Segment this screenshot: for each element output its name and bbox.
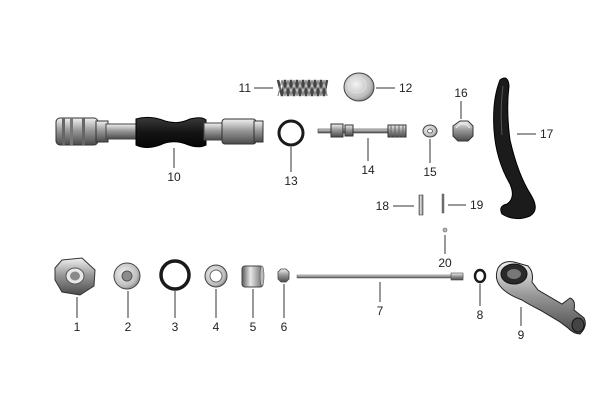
part-2-bushing — [113, 262, 141, 290]
callout-7: 7 — [377, 304, 384, 318]
part-5-sleeve — [241, 265, 265, 288]
part-3-o-ring — [159, 259, 191, 291]
callout-9: 9 — [518, 328, 525, 342]
part-16-cap-nut — [452, 120, 474, 142]
part-7-long-rod — [296, 272, 464, 281]
part-13-o-ring — [277, 119, 305, 147]
part-4-ring — [204, 264, 228, 288]
part-6-small-nut — [277, 268, 290, 283]
part-14-piston-rod — [317, 123, 407, 138]
callout-1: 1 — [74, 320, 81, 334]
part-1-hex-nut — [54, 257, 96, 296]
callout-6: 6 — [281, 320, 288, 334]
part-20-ball — [442, 227, 448, 233]
callout-10: 10 — [167, 170, 181, 184]
callout-labels: 1 2 3 4 5 6 7 8 9 10 11 12 13 14 15 16 1… — [74, 81, 554, 342]
callout-15: 15 — [423, 165, 437, 179]
part-9-valve-body — [495, 261, 586, 335]
callout-2: 2 — [125, 320, 132, 334]
callout-11: 11 — [239, 81, 252, 95]
callout-14: 14 — [361, 163, 375, 177]
callout-19: 19 — [470, 198, 484, 212]
callout-18: 18 — [376, 199, 390, 213]
callout-13: 13 — [284, 174, 298, 188]
callout-8: 8 — [477, 308, 484, 322]
part-10-handle-tube — [55, 116, 264, 148]
callout-17: 17 — [540, 127, 554, 141]
callout-20: 20 — [438, 256, 452, 270]
part-19-small-pin — [441, 193, 445, 214]
part-12-cap-disc — [343, 72, 375, 102]
part-8-small-o-ring — [473, 268, 487, 284]
part-17-lever — [493, 77, 536, 220]
callout-5: 5 — [250, 320, 257, 334]
callout-4: 4 — [213, 320, 220, 334]
leader-lines — [76, 87, 536, 326]
callout-12: 12 — [399, 81, 413, 95]
part-11-spring — [276, 79, 329, 97]
callout-3: 3 — [172, 320, 179, 334]
part-15-washer — [422, 124, 438, 138]
callout-16: 16 — [454, 86, 468, 100]
part-18-pin — [418, 194, 424, 216]
